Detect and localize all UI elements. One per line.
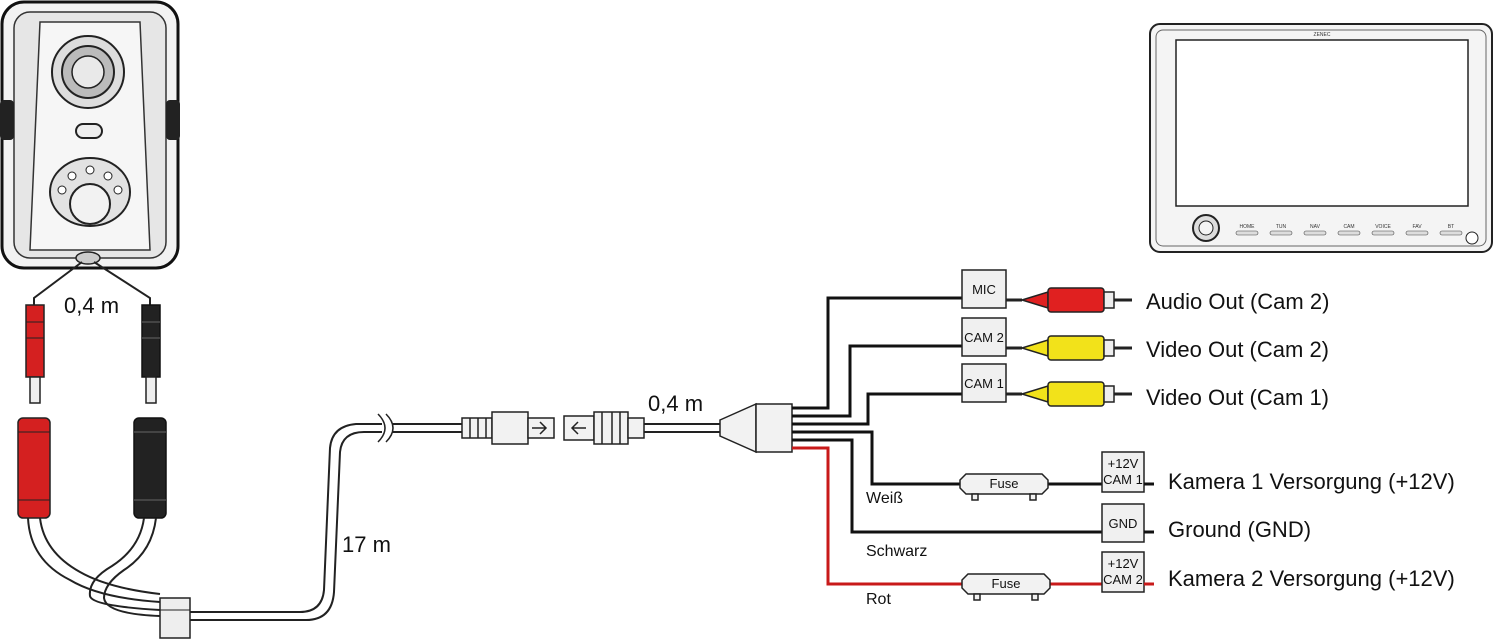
monitor-button — [1439, 230, 1463, 236]
audio-out-cam2-label: Audio Out (Cam 2) — [1146, 289, 1329, 314]
breakout-body — [719, 402, 793, 454]
camera-lead-length-label: 0,4 m — [64, 293, 119, 318]
rca-plug-red — [1006, 287, 1132, 313]
fanout-wires — [792, 296, 1102, 586]
monitor-button-label: TUN — [1276, 224, 1287, 230]
cam1-box: CAM 1 — [961, 363, 1007, 403]
y-cable — [27, 517, 161, 617]
monitor-illustration: ZENEC HOME TUN NAV CAM VOICE FAV BT — [1149, 23, 1493, 253]
monitor-button — [1337, 230, 1361, 236]
monitor-button-row: HOME TUN NAV CAM VOICE FAV BT — [1235, 224, 1463, 236]
power-cam1-box-line2: CAM 1 — [1103, 472, 1143, 487]
monitor-button-label: HOME — [1240, 224, 1256, 230]
power-cam1-box-line1: +12V — [1108, 456, 1139, 471]
fuse-2: Fuse — [961, 573, 1051, 601]
cam2-box-label: CAM 2 — [964, 330, 1004, 345]
monitor-button-label: FAV — [1412, 224, 1422, 230]
gnd-box-label: GND — [1109, 516, 1138, 531]
video-out-cam1-label: Video Out (Cam 1) — [1146, 385, 1329, 410]
power-cam1-box: +12V CAM 1 — [1101, 451, 1145, 493]
adapter-lead-length-label: 0,4 m — [648, 391, 703, 416]
inline-plug-female — [563, 411, 645, 445]
monitor-button-label: BT — [1448, 224, 1454, 230]
wire-black-label: Schwarz — [866, 543, 927, 560]
mic-box-label: MIC — [972, 282, 996, 297]
camera-illustration — [0, 0, 180, 270]
video-out-cam2-label: Video Out (Cam 2) — [1146, 337, 1329, 362]
power-cam2-label: Kamera 2 Versorgung (+12V) — [1168, 566, 1455, 591]
monitor-button — [1405, 230, 1429, 236]
box-tails — [1144, 482, 1154, 586]
main-cable-length-label: 17 m — [342, 532, 391, 557]
y-splitter — [159, 597, 191, 639]
red-male-connector — [25, 304, 45, 404]
rca-plug-yellow-cam1 — [1006, 381, 1132, 407]
fuse-2-label: Fuse — [992, 576, 1021, 591]
mic-box: MIC — [961, 269, 1007, 309]
monitor-button-label: VOICE — [1375, 224, 1391, 230]
adapter-lead — [644, 423, 722, 433]
black-female-connector — [133, 417, 167, 519]
inline-plug-male — [461, 411, 555, 445]
power-cam2-box: +12V CAM 2 — [1101, 551, 1145, 593]
ground-label: Ground (GND) — [1168, 517, 1311, 542]
gnd-box: GND — [1101, 503, 1145, 543]
wire-white-label: Weiß — [866, 490, 903, 507]
power-cam2-box-line1: +12V — [1108, 556, 1139, 571]
main-cable — [190, 413, 466, 621]
monitor-button — [1235, 230, 1259, 236]
power-cam2-box-line2: CAM 2 — [1103, 572, 1143, 587]
cam1-box-label: CAM 1 — [964, 376, 1004, 391]
cam2-box: CAM 2 — [961, 317, 1007, 357]
fuse-1: Fuse — [959, 473, 1049, 501]
fuse-1-label: Fuse — [990, 476, 1019, 491]
camera-leads — [33, 261, 151, 305]
black-male-connector — [141, 304, 161, 404]
rca-plug-yellow-cam2 — [1006, 335, 1132, 361]
wire-red-label: Rot — [866, 591, 891, 608]
monitor-button-label: CAM — [1343, 224, 1354, 230]
monitor-button — [1303, 230, 1327, 236]
monitor-brand: ZENEC — [1314, 32, 1331, 38]
red-female-connector — [17, 417, 51, 519]
power-cam1-label: Kamera 1 Versorgung (+12V) — [1168, 469, 1455, 494]
monitor-button-label: NAV — [1310, 224, 1321, 230]
monitor-button — [1269, 230, 1293, 236]
monitor-button — [1371, 230, 1395, 236]
